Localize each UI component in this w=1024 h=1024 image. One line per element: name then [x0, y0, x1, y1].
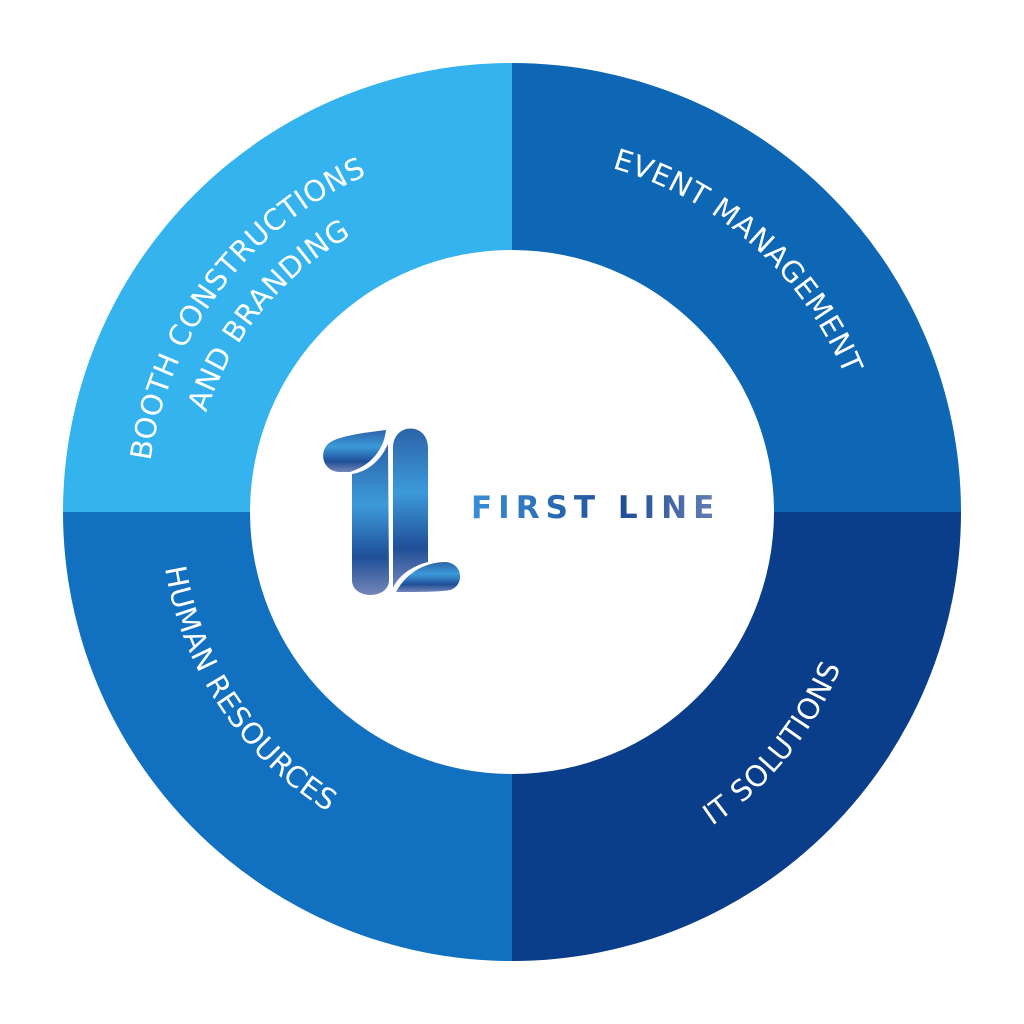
brand-name: FIRST LINE [471, 490, 720, 526]
inner-white-circle [250, 250, 774, 774]
first-line-logo: FIRST LINE [323, 428, 720, 595]
first-line-1L-logo-icon [323, 428, 461, 595]
